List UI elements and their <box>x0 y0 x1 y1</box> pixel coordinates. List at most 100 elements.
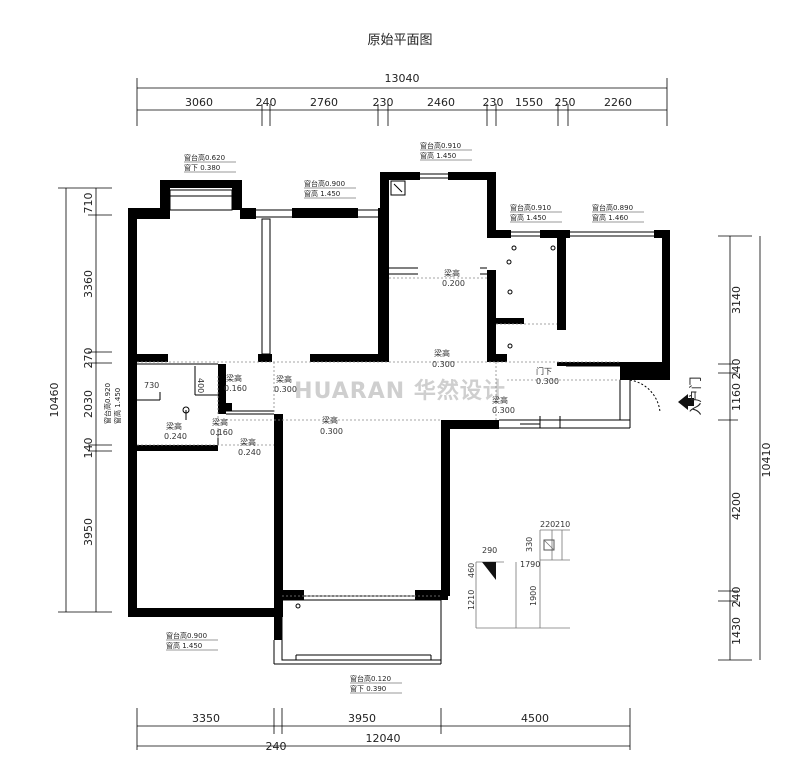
top-dim-7: 1550 <box>515 96 543 109</box>
svg-text:窗高 1.450: 窗高 1.450 <box>304 189 340 198</box>
svg-text:窗台高0.910: 窗台高0.910 <box>420 141 461 150</box>
svg-text:0.240: 0.240 <box>164 432 187 441</box>
right-total-dim: 10410 <box>760 443 773 478</box>
bath-dim-400: 400 <box>196 378 205 393</box>
left-dim-3: 270 <box>82 348 95 369</box>
right-dim-2: 240 <box>730 359 743 380</box>
svg-text:窗台高0.910: 窗台高0.910 <box>510 203 551 212</box>
bottom-dimension-chain: 3350 3950 4500 12040 240 <box>136 708 631 753</box>
entrance-label: 入户门 <box>688 376 704 415</box>
walls <box>128 172 670 640</box>
svg-text:0.160: 0.160 <box>224 384 247 393</box>
stair-dim-220: 220 <box>540 520 555 529</box>
svg-text:窗台高0.900: 窗台高0.900 <box>304 179 345 188</box>
beam-label-living: 梁高 0.300 <box>320 415 343 436</box>
stair-dim-1900: 1900 <box>529 586 538 606</box>
svg-text:0.300: 0.300 <box>320 427 343 436</box>
stair-dim-210: 210 <box>555 520 570 529</box>
top-dim-5: 2460 <box>427 96 455 109</box>
top-dim-6: 230 <box>483 96 504 109</box>
bottom-total-dim: 12040 <box>366 732 401 745</box>
svg-text:窗台高0.890: 窗台高0.890 <box>592 203 633 212</box>
beam-label-bath-top: 梁高 0.160 <box>224 373 247 393</box>
svg-text:梁高: 梁高 <box>444 268 460 278</box>
bottom-dim-2: 3950 <box>348 712 376 725</box>
top-dim-8: 250 <box>555 96 576 109</box>
stair-dim-330: 330 <box>525 537 534 552</box>
top-dim-4: 230 <box>373 96 394 109</box>
window-note-2: 窗台高0.900 窗高 1.450 <box>304 179 356 199</box>
beam-lines <box>137 277 620 597</box>
svg-text:窗高 1.460: 窗高 1.460 <box>592 213 628 222</box>
svg-text:门下: 门下 <box>536 366 552 376</box>
svg-text:梁高: 梁高 <box>166 421 182 431</box>
left-total-dim: 10460 <box>48 383 61 418</box>
right-dimension-chain: 3140 240 1160 4200 240 1430 10410 <box>718 235 773 661</box>
left-dimension-chain: 10460 710 3360 270 2030 140 3950 <box>48 187 112 613</box>
right-dim-5: 240 <box>730 587 743 608</box>
stair-dim-1210: 1210 <box>467 590 476 610</box>
svg-text:0.300: 0.300 <box>536 377 559 386</box>
svg-text:窗台高0.900: 窗台高0.900 <box>166 631 207 640</box>
beam-labels: 梁高 0.200 梁高 0.300 门下 0.300 梁高 0.300 梁高 0… <box>164 268 559 457</box>
beam-label-door: 门下 0.300 <box>536 366 559 386</box>
svg-text:窗高 1.450: 窗高 1.450 <box>113 388 122 424</box>
window-note-8: 窗台高0.120 窗下 0.390 <box>350 674 402 694</box>
left-dim-2: 3360 <box>82 270 95 298</box>
svg-text:梁高: 梁高 <box>322 415 338 425</box>
right-dim-1: 3140 <box>730 286 743 314</box>
left-dim-1: 710 <box>82 193 95 214</box>
svg-text:0.160: 0.160 <box>210 428 233 437</box>
window-note-7: 窗台高0.900 窗高 1.450 <box>166 631 218 651</box>
left-dim-5: 140 <box>82 438 95 459</box>
top-dim-3: 2760 <box>310 96 338 109</box>
window-note-4: 窗台高0.910 窗高 1.450 <box>510 203 562 223</box>
bottom-dim-3: 4500 <box>521 712 549 725</box>
beam-label-kitchen: 梁高 0.200 <box>442 268 465 288</box>
svg-text:窗台高0.920: 窗台高0.920 <box>103 383 112 424</box>
window-notes: 窗台高0.620 窗下 0.380 窗台高0.900 窗高 1.450 窗台高0… <box>103 141 644 694</box>
right-dim-4: 4200 <box>730 492 743 520</box>
left-dim-4: 2030 <box>82 390 95 418</box>
svg-text:梁高: 梁高 <box>434 348 450 358</box>
svg-text:梁高: 梁高 <box>492 395 508 405</box>
bath-dim-730: 730 <box>144 381 159 390</box>
stair-detail: 290 460 1210 330 1790 1900 220 210 <box>467 520 570 629</box>
thin-lines <box>129 173 661 665</box>
svg-text:0.300: 0.300 <box>274 385 297 394</box>
entrance-arrow-icon <box>678 394 694 410</box>
top-dim-1: 3060 <box>185 96 213 109</box>
window-note-3: 窗台高0.910 窗高 1.450 <box>420 141 472 161</box>
bottom-dim-1: 3350 <box>192 712 220 725</box>
window-note-5: 窗台高0.890 窗高 1.460 <box>592 203 644 223</box>
svg-text:梁高: 梁高 <box>240 437 256 447</box>
svg-text:0.300: 0.300 <box>432 360 455 369</box>
stair-dim-290: 290 <box>482 546 497 555</box>
svg-text:0.200: 0.200 <box>442 279 465 288</box>
svg-text:0.300: 0.300 <box>492 406 515 415</box>
svg-text:梁高: 梁高 <box>276 374 292 384</box>
svg-text:窗下 0.380: 窗下 0.380 <box>184 163 220 172</box>
top-dimension-chain: 13040 3060 240 2760 230 2460 230 1550 25… <box>136 72 668 126</box>
beam-label-entry: 梁高 0.300 <box>492 395 515 415</box>
plan-title: 原始平面图 <box>367 33 432 48</box>
window-note-6: 窗台高0.920 窗高 1.450 <box>103 383 122 424</box>
top-dim-9: 2260 <box>604 96 632 109</box>
svg-text:梁高: 梁高 <box>226 373 242 383</box>
top-total-dim: 13040 <box>385 72 420 85</box>
svg-text:窗高 1.450: 窗高 1.450 <box>510 213 546 222</box>
entrance-marker: 入户门 <box>678 376 704 416</box>
bottom-extra-dim: 240 <box>266 740 287 753</box>
beam-label-bedroom: 梁高 0.240 <box>238 437 261 457</box>
svg-text:窗台高0.620: 窗台高0.620 <box>184 153 225 162</box>
beam-label-bath: 梁高 0.240 <box>164 421 187 441</box>
right-dim-6: 1430 <box>730 617 743 645</box>
right-dim-3: 1160 <box>730 383 743 411</box>
watermark: HUARAN 华然设计 <box>294 378 506 404</box>
window-note-1: 窗台高0.620 窗下 0.380 <box>184 153 236 173</box>
svg-text:窗台高0.120: 窗台高0.120 <box>350 674 391 683</box>
beam-label-hall: 梁高 0.300 <box>274 374 297 394</box>
svg-text:窗高 1.450: 窗高 1.450 <box>166 641 202 650</box>
left-dim-6: 3950 <box>82 518 95 546</box>
